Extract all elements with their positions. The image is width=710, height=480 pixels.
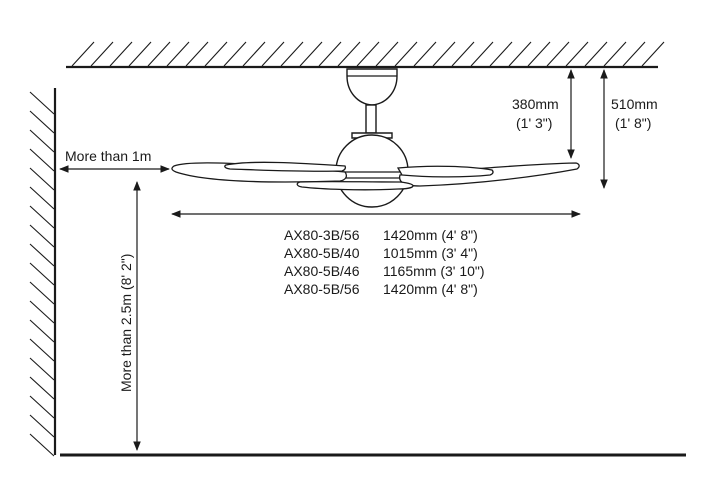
hatch-line — [29, 167, 55, 191]
hatch-line — [128, 41, 152, 67]
hatch-line — [29, 395, 55, 419]
hatch-line — [29, 281, 55, 305]
hatch-line — [90, 41, 114, 67]
drop-long-ft-label: (1' 8") — [615, 115, 651, 131]
hatch-line — [29, 91, 55, 115]
hatch-line — [29, 433, 55, 457]
drop-short-ft-label: (1' 3") — [516, 115, 552, 131]
ceiling — [66, 41, 665, 69]
model-name: AX80-5B/46 — [284, 263, 360, 279]
fan-blade-front — [296, 180, 414, 191]
hatch-line — [527, 41, 551, 67]
hatch-line — [29, 300, 55, 324]
hatch-line — [451, 41, 475, 67]
hatch-line — [29, 357, 55, 381]
fan-light-globe — [335, 134, 409, 208]
fan-canopy — [346, 68, 398, 106]
hatch-line — [603, 41, 627, 67]
hatch-line — [375, 41, 399, 67]
ceiling-fan — [171, 68, 580, 208]
model-size: 1420mm (4' 8") — [383, 281, 478, 297]
hatch-line — [29, 186, 55, 210]
hatch-line — [29, 205, 55, 229]
model-name: AX80-5B/56 — [284, 281, 360, 297]
hatch-line — [29, 319, 55, 343]
model-size: 1165mm (3' 10") — [383, 263, 485, 279]
hatch-line — [394, 41, 418, 67]
hatch-line — [584, 41, 608, 67]
model-size-table: AX80-3B/56 1420mm (4' 8") AX80-5B/40 101… — [284, 227, 485, 297]
hatch-line — [432, 41, 456, 67]
hatch-line — [109, 41, 133, 67]
hatch-line — [29, 338, 55, 362]
floor-clearance-dimension: More than 2.5m (8' 2") — [118, 181, 141, 451]
floor-clearance-label: More than 2.5m (8' 2") — [118, 254, 134, 392]
hatch-line — [356, 41, 380, 67]
hatch-line — [147, 41, 171, 67]
hatch-line — [185, 41, 209, 67]
hatch-line — [413, 41, 437, 67]
model-size: 1015mm (3' 4") — [383, 245, 478, 261]
fan-blade-back-left — [224, 161, 347, 172]
hatch-line — [622, 41, 646, 67]
hatch-line — [299, 41, 323, 67]
hatch-line — [29, 262, 55, 286]
hatch-line — [29, 224, 55, 248]
hatch-line — [546, 41, 570, 67]
fan-downrod — [365, 104, 377, 134]
hatch-line — [223, 41, 247, 67]
hatch-line — [242, 41, 266, 67]
hatch-line — [280, 41, 304, 67]
hatch-line — [29, 110, 55, 134]
drop-long-dimension: 510mm (1' 8") — [600, 69, 658, 189]
ceiling-hatching — [71, 41, 665, 67]
hatch-line — [29, 414, 55, 438]
side-clearance-dimension: More than 1m — [59, 148, 170, 173]
hatch-line — [489, 41, 513, 67]
hatch-line — [29, 376, 55, 400]
drop-short-mm-label: 380mm — [512, 96, 559, 112]
hatch-line — [470, 41, 494, 67]
hatch-line — [204, 41, 228, 67]
model-name: AX80-3B/56 — [284, 227, 360, 243]
side-clearance-label: More than 1m — [65, 148, 151, 164]
hatch-line — [71, 41, 95, 67]
fan-blade-back-right — [396, 165, 494, 178]
hatch-line — [641, 41, 665, 67]
hatch-line — [318, 41, 342, 67]
hatch-line — [337, 41, 361, 67]
drop-short-dimension: 380mm (1' 3") — [512, 69, 575, 159]
drop-long-mm-label: 510mm — [611, 96, 658, 112]
wall-hatching — [29, 91, 55, 457]
hatch-line — [29, 243, 55, 267]
hatch-line — [508, 41, 532, 67]
hatch-line — [166, 41, 190, 67]
model-size: 1420mm (4' 8") — [383, 227, 478, 243]
hatch-line — [565, 41, 589, 67]
hatch-line — [29, 129, 55, 153]
wall — [29, 88, 57, 457]
hatch-line — [261, 41, 285, 67]
hatch-line — [29, 148, 55, 172]
model-name: AX80-5B/40 — [284, 245, 360, 261]
